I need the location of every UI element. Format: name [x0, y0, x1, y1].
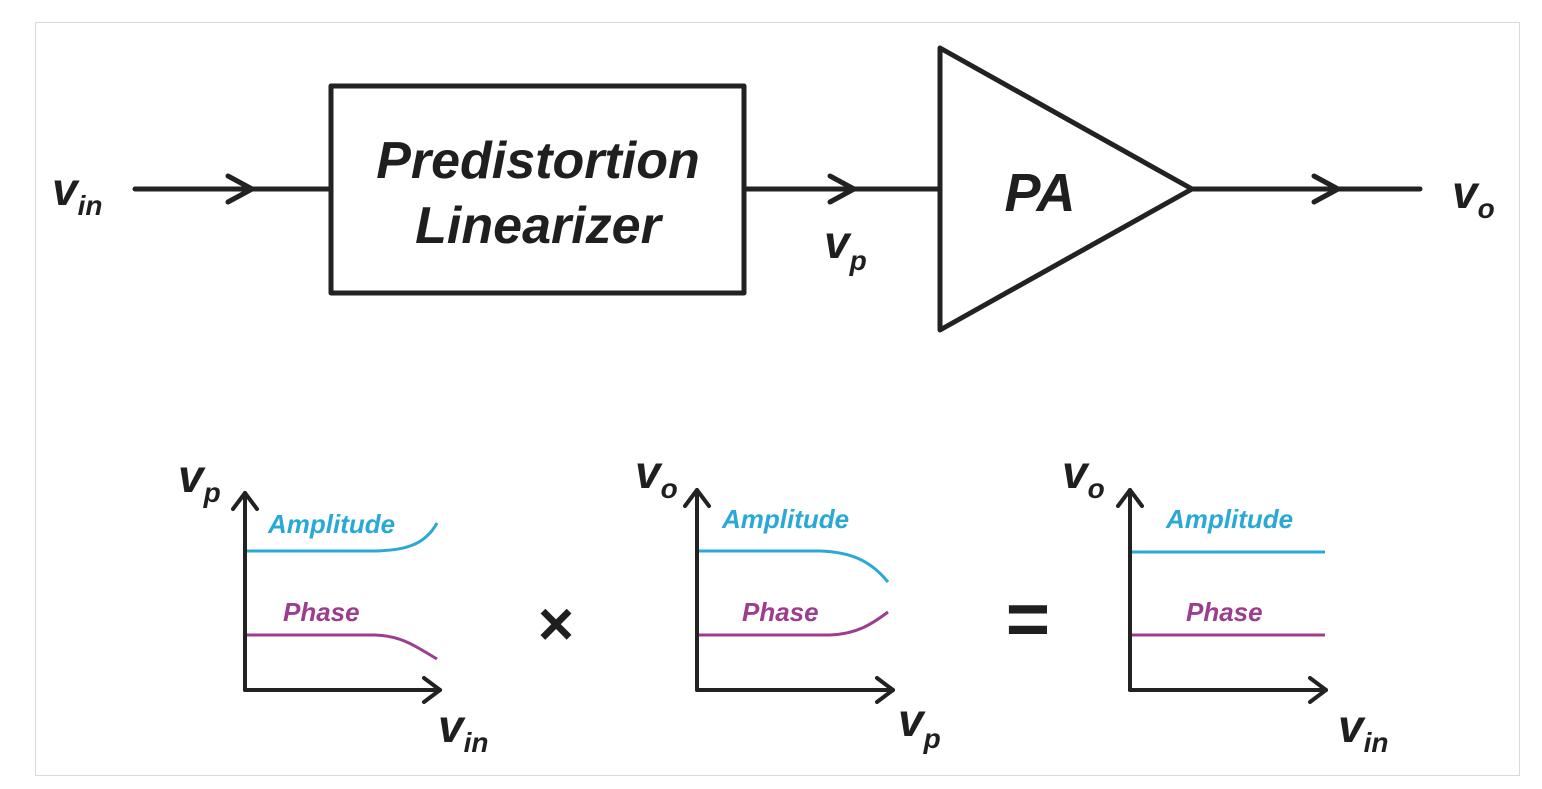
plot2-amplitude-curve: [699, 549, 890, 583]
plot1-y-arrow: [231, 491, 259, 511]
predistortion-label: Predistortion: [376, 132, 700, 190]
plot2-amplitude-label: Amplitude: [721, 504, 849, 534]
plot2-y-axis-label: vo: [635, 446, 678, 504]
vp-label: vp: [824, 216, 867, 276]
plot3-x-axis-label: vin: [1338, 700, 1388, 758]
linearizer-label: Linearizer: [415, 197, 663, 255]
signal-chain: vin Predistortion Linearizer vp PA vo: [52, 45, 1495, 333]
plot2-x-arrow: [875, 676, 895, 704]
pa-label: PA: [1004, 163, 1075, 223]
plot1-x-axis-label: vin: [438, 700, 488, 758]
input-arrow: [225, 173, 255, 205]
plot2-x-axis-label: vp: [898, 694, 941, 754]
diagram-frame: [35, 22, 1520, 776]
plot1-phase-curve: [247, 633, 438, 661]
plot3-amplitude-label: Amplitude: [1165, 504, 1293, 534]
plot1-x-arrow: [422, 676, 442, 704]
plot-linearized: vo vin Amplitude Phase: [1062, 446, 1388, 758]
multiply-operator: ×: [538, 590, 574, 659]
plot1-amplitude-curve: [247, 522, 439, 553]
plot2-phase-label: Phase: [742, 597, 819, 627]
plot1-y-axis-label: vp: [178, 450, 221, 508]
equals-operator: =: [1006, 577, 1050, 662]
plot1-amplitude-label: Amplitude: [267, 509, 395, 539]
vo-label: vo: [1452, 166, 1495, 224]
vin-label: vin: [52, 163, 102, 221]
plot3-y-arrow: [1116, 488, 1144, 508]
plot3-phase-label: Phase: [1186, 597, 1263, 627]
pa-amplifier-triangle: [937, 45, 1195, 333]
plot-pa: vo vp Amplitude Phase: [635, 446, 941, 754]
plot1-phase-label: Phase: [283, 597, 360, 627]
plot-predistortion: vp vin Amplitude Phase: [178, 450, 488, 758]
output-arrow: [1311, 173, 1341, 205]
plot2-phase-curve: [699, 610, 889, 637]
plot2-y-arrow: [683, 488, 711, 508]
plot3-x-arrow: [1308, 676, 1328, 704]
plot3-y-axis-label: vo: [1062, 446, 1105, 504]
middle-arrow: [827, 173, 857, 205]
